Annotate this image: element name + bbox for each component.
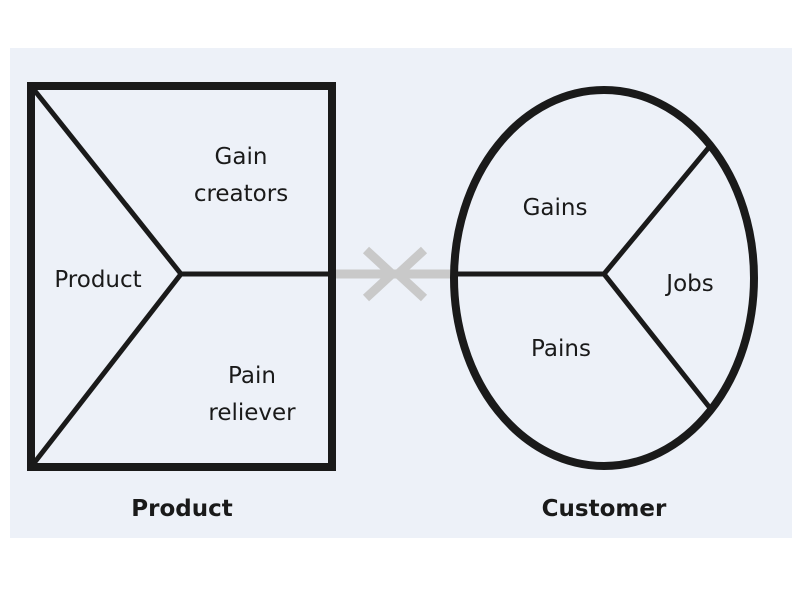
gain-creators-label-line1: Gain bbox=[215, 144, 268, 170]
gains-label: Gains bbox=[523, 195, 588, 221]
gain-creators-label-line2: creators bbox=[194, 181, 288, 207]
divider-top bbox=[29, 84, 183, 276]
divider-lower bbox=[602, 272, 712, 410]
arrow-head-left bbox=[391, 246, 428, 302]
customer-circle bbox=[450, 86, 758, 470]
jobs-label: Jobs bbox=[664, 271, 713, 297]
customer-caption: Customer bbox=[542, 496, 667, 522]
divider-bottom bbox=[29, 272, 183, 469]
product-section-label: Product bbox=[54, 267, 141, 293]
divider-upper bbox=[602, 144, 712, 276]
fit-arrows bbox=[336, 246, 456, 302]
pain-reliever-label-line2: reliever bbox=[208, 400, 296, 426]
product-caption: Product bbox=[131, 496, 232, 522]
pains-label: Pains bbox=[531, 336, 591, 362]
pain-reliever-label-line1: Pain bbox=[228, 363, 276, 389]
customer-profile bbox=[450, 86, 758, 470]
diagram-background bbox=[10, 48, 792, 538]
product-canvas bbox=[27, 82, 336, 471]
